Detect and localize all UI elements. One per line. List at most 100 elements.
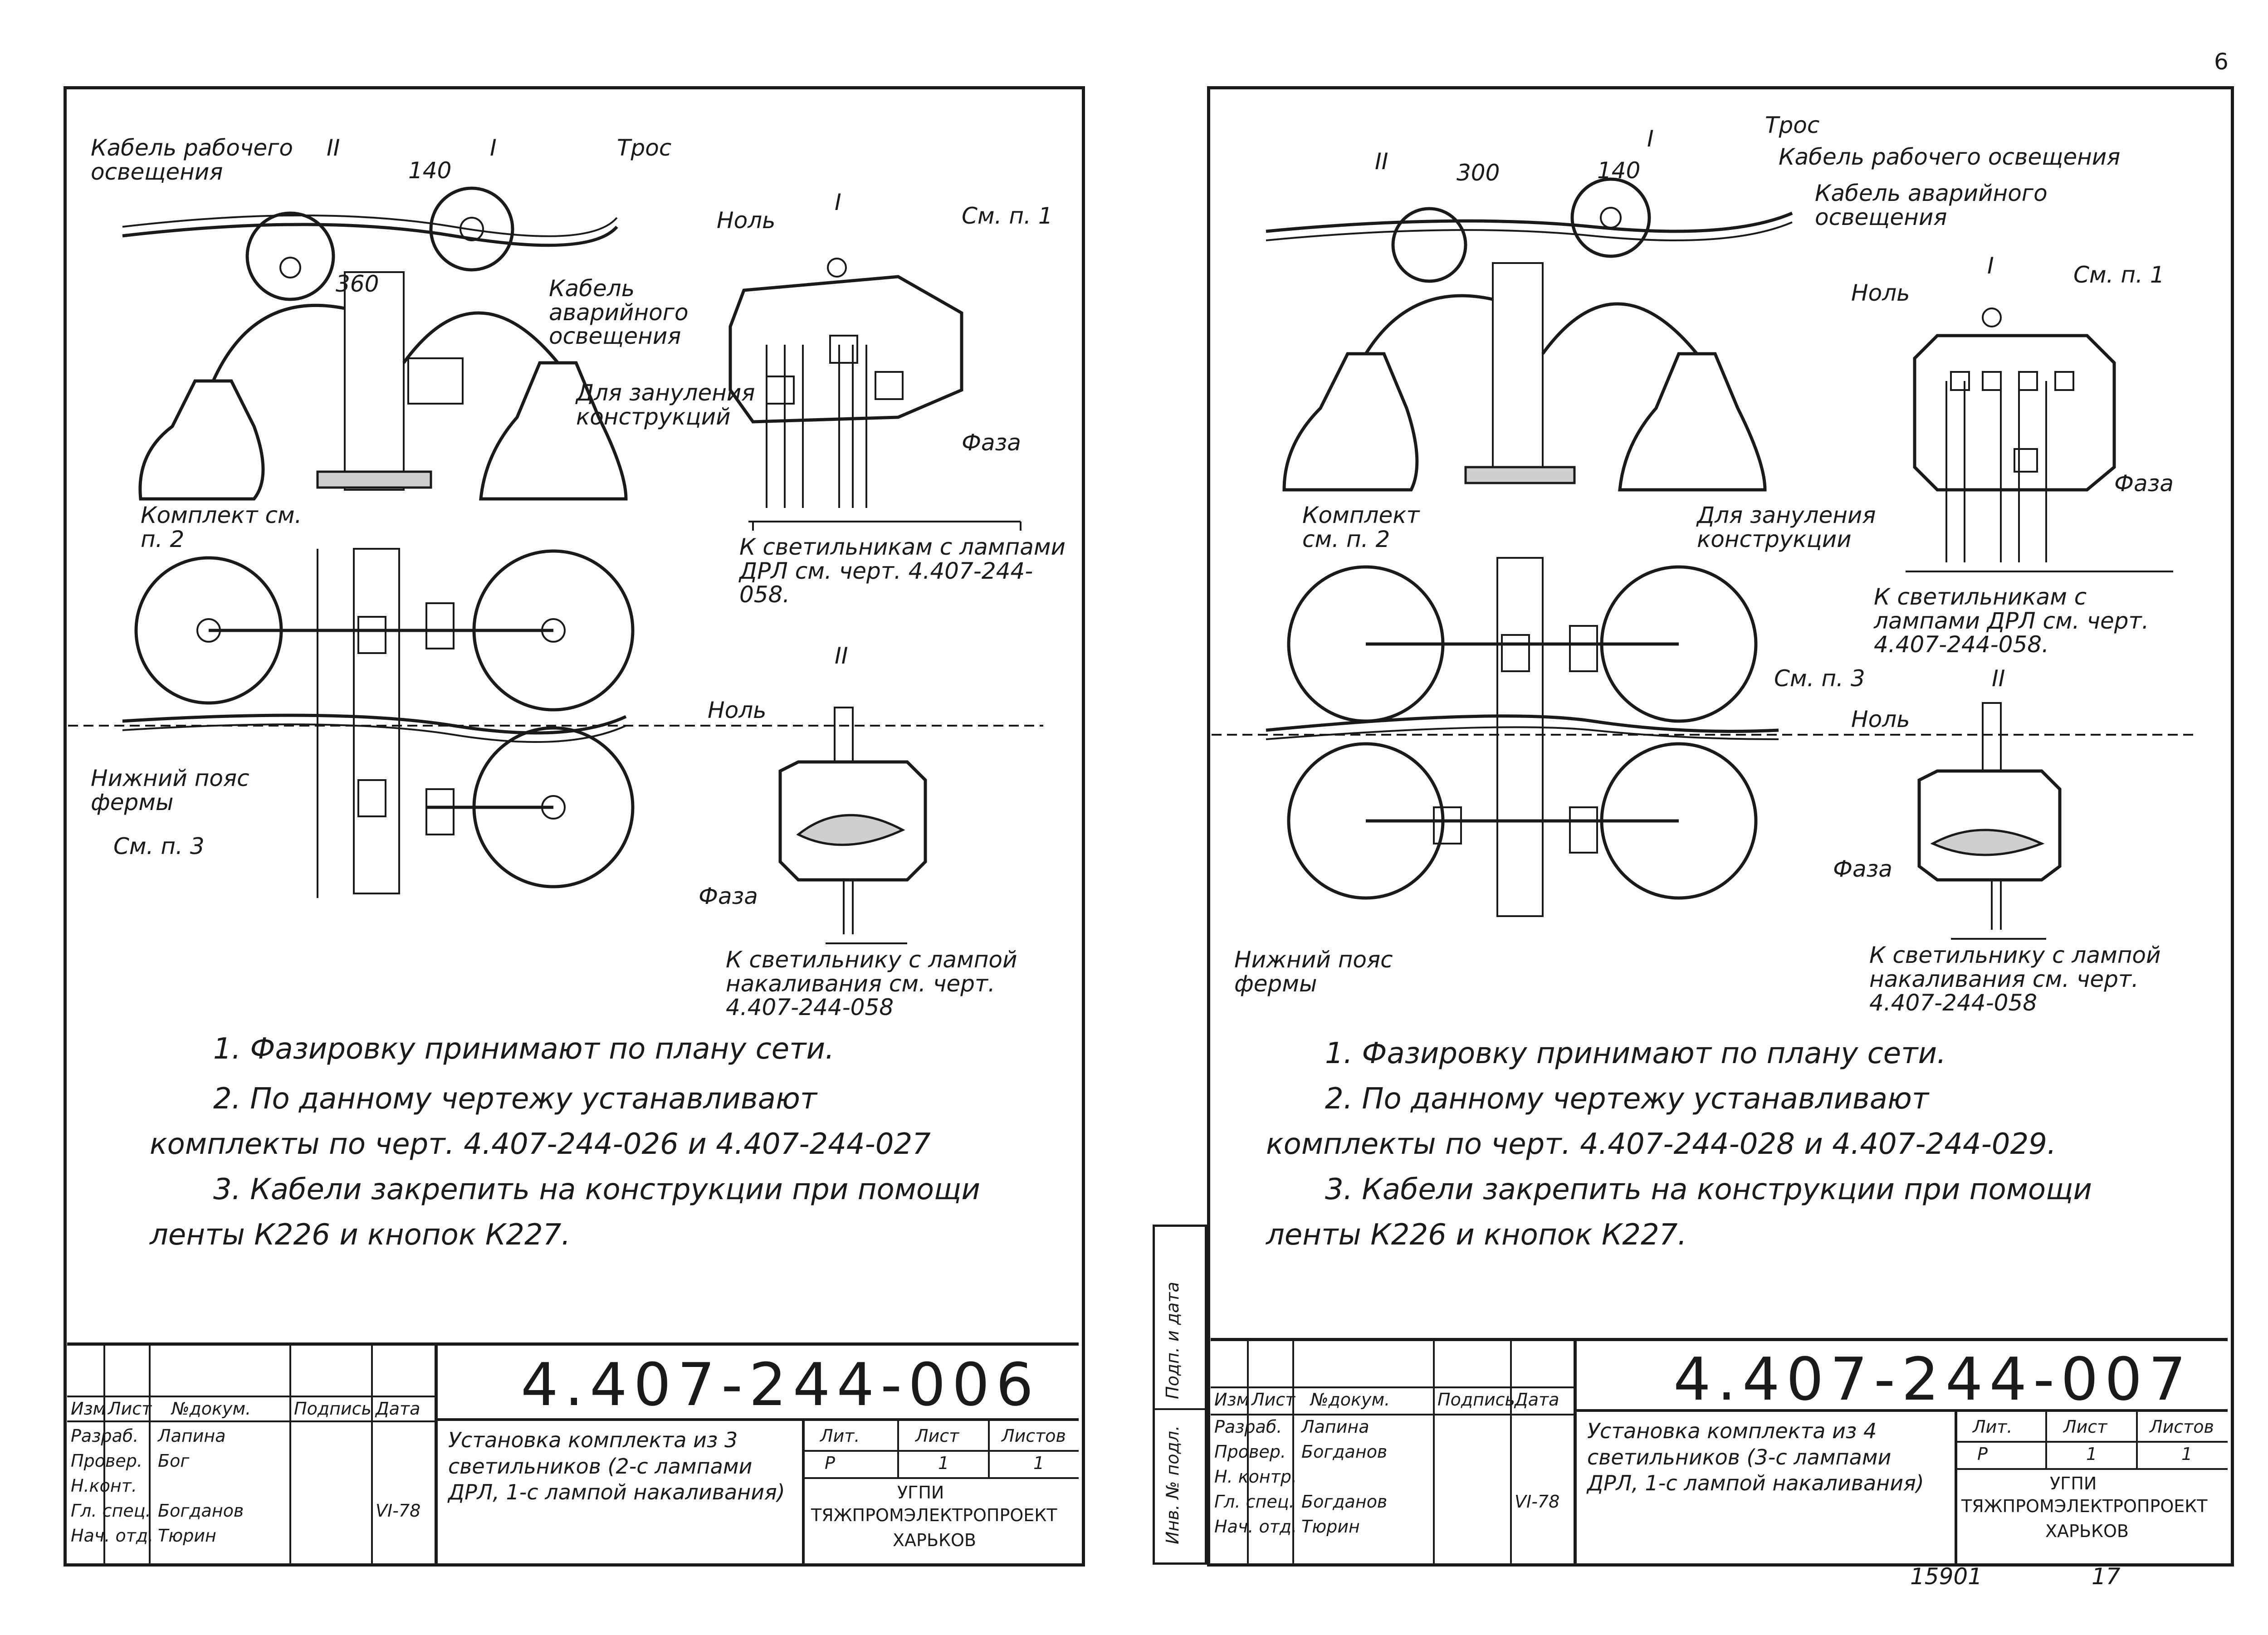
sheet-right: 6 <box>1139 0 2268 1635</box>
row-name-2: Бог <box>158 1451 190 1471</box>
label-cable-work: Кабель рабочего освещения <box>1779 144 2121 170</box>
label-det1-to: К светильникам с лампами ДРЛ см. черт. 4… <box>739 534 1066 608</box>
row-role-5: Нач. отд. <box>1214 1517 1297 1537</box>
label-det1-nol: Ноль <box>717 207 776 234</box>
lit-value: Р <box>1977 1444 1988 1464</box>
title-block: 4.407-244-007 Изм Лист №докум. Подпись Д… <box>1211 1338 2228 1563</box>
label-det2-nol: Ноль <box>1851 706 1910 732</box>
label-dim-140: 140 <box>1597 157 1641 184</box>
row-name-2: Богданов <box>1301 1442 1388 1462</box>
row-role-3: Н.конт. <box>71 1476 137 1496</box>
col-izm: Изм <box>1214 1390 1250 1410</box>
sheets-label: Листов <box>1002 1426 1066 1446</box>
node-II-symbol <box>1391 207 1467 283</box>
margin-stamp: Инв. № подл. Подп. и дата <box>1153 1225 1207 1565</box>
detail-I-box <box>1913 334 2116 492</box>
label-det1-faza: Фаза <box>2114 470 2174 497</box>
col-list: Лист <box>1251 1390 1295 1410</box>
row-name-4: Богданов <box>158 1501 244 1521</box>
note-1: 1. Фазировку принимают по плану сети. <box>1325 1037 1946 1070</box>
footer-page: 17 <box>2092 1563 2121 1590</box>
lit-value: Р <box>825 1453 835 1473</box>
label-komplekt: Комплект см. п. 2 <box>141 502 302 552</box>
col-list: Лист <box>108 1399 152 1419</box>
label-roman-I: I <box>1647 126 1654 152</box>
row-role-1: Разраб. <box>1214 1417 1282 1437</box>
label-det1-roman: I <box>1987 253 1994 279</box>
label-det1-sm1: См. п. 1 <box>2073 262 2165 288</box>
sheet-label: Лист <box>2063 1417 2107 1437</box>
note-3: 3. Кабели закрепить на конструкции при п… <box>1325 1173 2092 1206</box>
lit-label: Лит. <box>820 1426 860 1446</box>
label-roman-I: I <box>490 135 497 161</box>
drawing-graphics <box>1212 177 2196 940</box>
lit-label: Лит. <box>1973 1417 2013 1437</box>
row-role-3: Н. контр. <box>1214 1467 1297 1487</box>
row-role-1: Разраб. <box>71 1426 139 1446</box>
margin-inv: Инв. № подл. <box>1163 1425 1183 1544</box>
row-date-4: VI-78 <box>1515 1492 1560 1512</box>
drawing-frame <box>1207 86 2234 1567</box>
detail-II-box <box>1917 769 2062 882</box>
label-zanul: Для зануления конструкций <box>576 380 755 430</box>
label-det2-roman: II <box>835 643 848 669</box>
col-sign: Подпись <box>1437 1390 1515 1410</box>
node-I-symbol <box>1570 177 1651 258</box>
row-role-4: Гл. спец. <box>71 1501 151 1521</box>
sheets-value: 1 <box>1033 1453 1045 1473</box>
col-date: Дата <box>1515 1390 1559 1410</box>
label-det2-to: К светильнику с лампой накаливания см. ч… <box>1869 942 2161 1016</box>
label-tros: Трос <box>1765 112 1820 138</box>
row-date-4: VI-78 <box>376 1501 421 1521</box>
label-zanul: Для зануления конструкции <box>1697 502 1876 552</box>
label-det1-roman: I <box>835 189 841 215</box>
row-name-5: Тюрин <box>158 1526 216 1546</box>
row-role-4: Гл. спец. <box>1214 1492 1295 1512</box>
row-name-1: Лапина <box>158 1426 226 1446</box>
label-komplekt: Комплект см. п. 2 <box>1302 502 1420 552</box>
label-det2-faza: Фаза <box>699 883 758 909</box>
org-3: ХАРЬКОВ <box>893 1530 976 1550</box>
label-det2-to: К светильнику с лампой накаливания см. ч… <box>726 947 1017 1020</box>
label-det2-nol: Ноль <box>708 697 767 723</box>
note-3b: ленты К226 и кнопок К227. <box>150 1218 571 1252</box>
org-2: ТЯЖПРОМЭЛЕКТРОПРОЕКТ <box>811 1505 1057 1525</box>
col-date: Дата <box>376 1399 420 1419</box>
node-I-symbol <box>429 186 514 272</box>
org-3: ХАРЬКОВ <box>2045 1521 2129 1541</box>
label-det1-nol: Ноль <box>1851 280 1910 306</box>
document-code: 4.407-244-007 <box>1673 1345 2193 1414</box>
row-role-2: Провер. <box>1214 1442 1286 1462</box>
sheets-label: Листов <box>2150 1417 2214 1437</box>
row-name-1: Лапина <box>1301 1417 1369 1437</box>
label-det1-faza: Фаза <box>962 429 1021 456</box>
label-cable-emerg: Кабель аварийного освещения <box>549 275 689 349</box>
drawing-frame <box>64 86 1085 1567</box>
note-2b: комплекты по черт. 4.407-244-028 и 4.407… <box>1266 1127 2057 1161</box>
row-role-2: Провер. <box>71 1451 142 1471</box>
label-roman-II: II <box>327 135 340 161</box>
detail-I-box <box>728 275 963 424</box>
col-doc: №докум. <box>171 1399 251 1419</box>
document-title: Установка комплекта из 3 светильников (2… <box>448 1428 785 1504</box>
corner-mark: 6 <box>2214 49 2229 75</box>
label-lower-belt: Нижний пояс фермы <box>91 765 249 815</box>
sheet-value: 1 <box>938 1453 949 1473</box>
sheets-value: 1 <box>2181 1444 2193 1464</box>
label-dim-140: 140 <box>408 157 452 184</box>
note-1: 1. Фазировку принимают по плану сети. <box>213 1032 835 1066</box>
col-sign: Подпись <box>294 1399 371 1419</box>
sheet-label: Лист <box>915 1426 959 1446</box>
label-det1-to: К светильникам с лампами ДРЛ см. черт. 4… <box>1874 584 2149 658</box>
label-lower-belt: Нижний пояс фермы <box>1234 947 1393 997</box>
label-tros: Трос <box>617 135 672 161</box>
node-II-symbol <box>245 211 335 301</box>
label-dim-300: 300 <box>1457 160 1500 186</box>
label-sm3: См. п. 3 <box>1774 665 1865 692</box>
note-3: 3. Кабели закрепить на конструкции при п… <box>213 1173 980 1206</box>
row-role-5: Нач. отд. <box>71 1526 154 1546</box>
label-sm3: См. п. 3 <box>113 833 205 859</box>
document-code: 4.407-244-006 <box>521 1350 1040 1419</box>
label-det2-roman: II <box>1992 665 2005 692</box>
note-3b: ленты К226 и кнопок К227. <box>1266 1218 1687 1252</box>
